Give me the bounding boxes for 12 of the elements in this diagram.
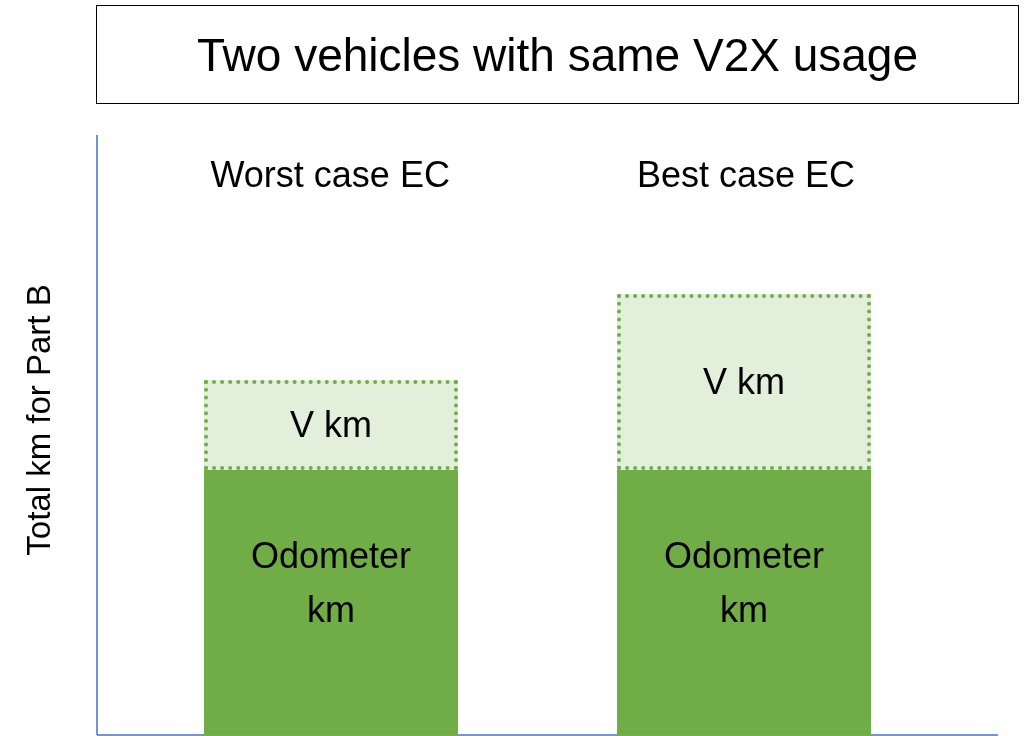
bar-segment [204, 470, 458, 735]
segment-label: Odometer km [249, 533, 413, 632]
title-box: Two vehicles with same V2X usage [96, 5, 1019, 104]
segment-label: V km [289, 403, 373, 447]
column-heading: Best case EC [637, 154, 856, 196]
dotted-bar-segment [204, 380, 458, 470]
segment-label: V km [702, 360, 786, 404]
column-heading: Worst case EC [210, 154, 450, 196]
dotted-bar-segment [617, 294, 871, 470]
axis-title: Total km for Part B [19, 284, 58, 556]
bar-segment [617, 470, 871, 735]
segment-label: Odometer km [662, 533, 826, 632]
